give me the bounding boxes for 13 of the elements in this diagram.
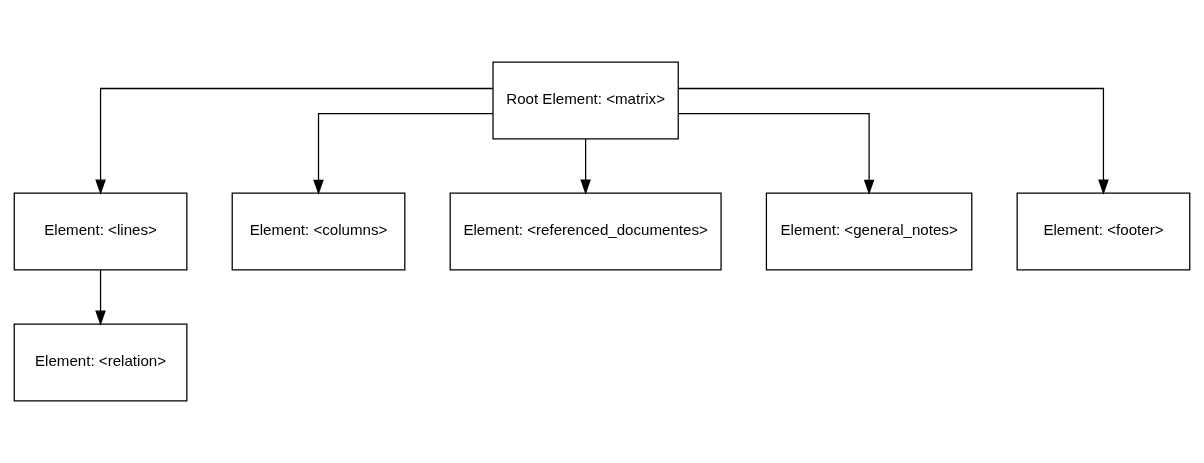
node-box: Root Element: <matrix> xyxy=(492,61,679,140)
arrow xyxy=(677,113,875,195)
arrow xyxy=(313,113,494,195)
node-box: Element: <relation> xyxy=(13,323,188,402)
node-box: Element: <columns> xyxy=(231,192,406,271)
node-box: Element: <referenced_documentes> xyxy=(449,192,722,271)
node-box: Element: <general_notes> xyxy=(765,192,973,271)
node-box: Element: <footer> xyxy=(1016,192,1191,271)
arrow xyxy=(95,269,106,326)
node-box: Element: <lines> xyxy=(13,192,188,271)
arrow xyxy=(95,87,494,195)
arrow xyxy=(580,138,591,195)
arrow xyxy=(678,87,1109,195)
